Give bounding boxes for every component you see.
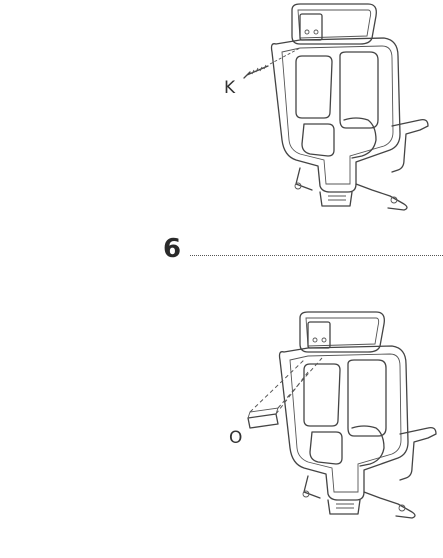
cover-o-icon [247, 357, 323, 429]
step-number: 6 [163, 234, 182, 264]
part-label-o: O [229, 428, 243, 448]
step-divider [190, 255, 443, 256]
screw-k-icon [243, 47, 301, 79]
office-chair-icon [270, 3, 429, 211]
part-label-k: K [224, 78, 236, 98]
office-chair-icon [278, 311, 437, 519]
